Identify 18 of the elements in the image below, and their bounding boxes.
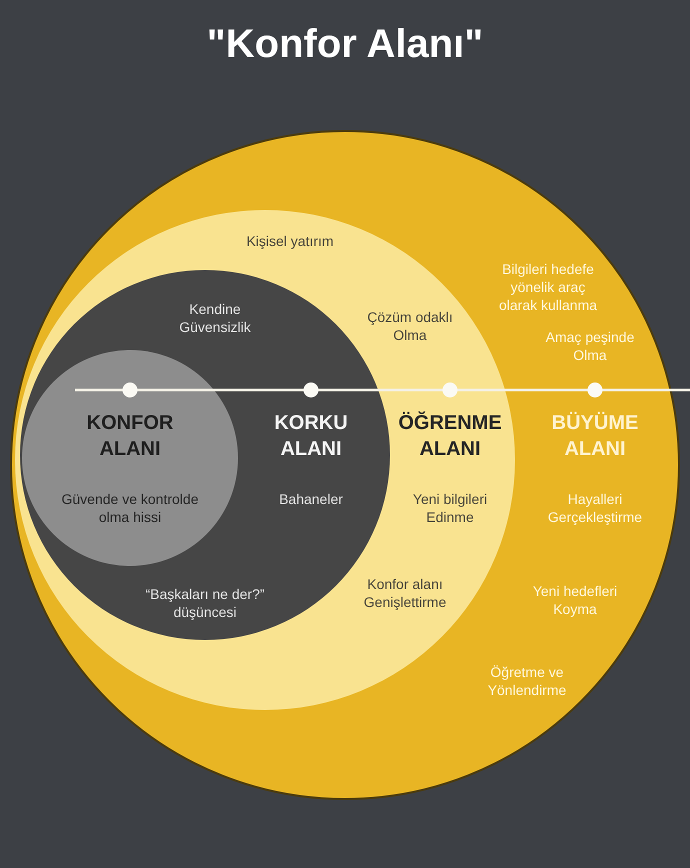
- zone-note: Hayalleri Gerçekleştirme: [546, 490, 644, 526]
- zone-heading: KORKU ALANI: [273, 411, 349, 462]
- zone-note: Bilgileri hedefe yönelik araç olarak kullanma: [498, 260, 598, 315]
- zone-note: Güvende ve kontrolde olma hissi: [60, 490, 200, 526]
- zone-heading: KONFOR ALANI: [86, 411, 174, 462]
- title: "Konfor Alanı": [206, 22, 484, 67]
- zone-note: Yeni hedefleri Koyma: [532, 582, 618, 618]
- zone-heading: BÜYÜME ALANI: [550, 410, 640, 462]
- zone-note: “Başkaları ne der?” düşüncesi: [144, 585, 266, 622]
- zone-note: Çözüm odaklı Olma: [366, 308, 454, 344]
- zone-note: Öğretme ve Yönlendirme: [486, 663, 568, 700]
- zone-heading: ÖĞRENME ALANI: [397, 410, 503, 462]
- zone-note: Yeni bilgileri Edinme: [412, 490, 488, 526]
- zone-note: Kişisel yatırım: [245, 232, 335, 250]
- zone-note: Kendine Güvensizlik: [178, 300, 252, 336]
- zone-note: Konfor alanı Genişlettirme: [362, 575, 448, 612]
- zone-note: Amaç peşinde Olma: [544, 328, 636, 364]
- zone-note: Bahaneler: [278, 490, 344, 508]
